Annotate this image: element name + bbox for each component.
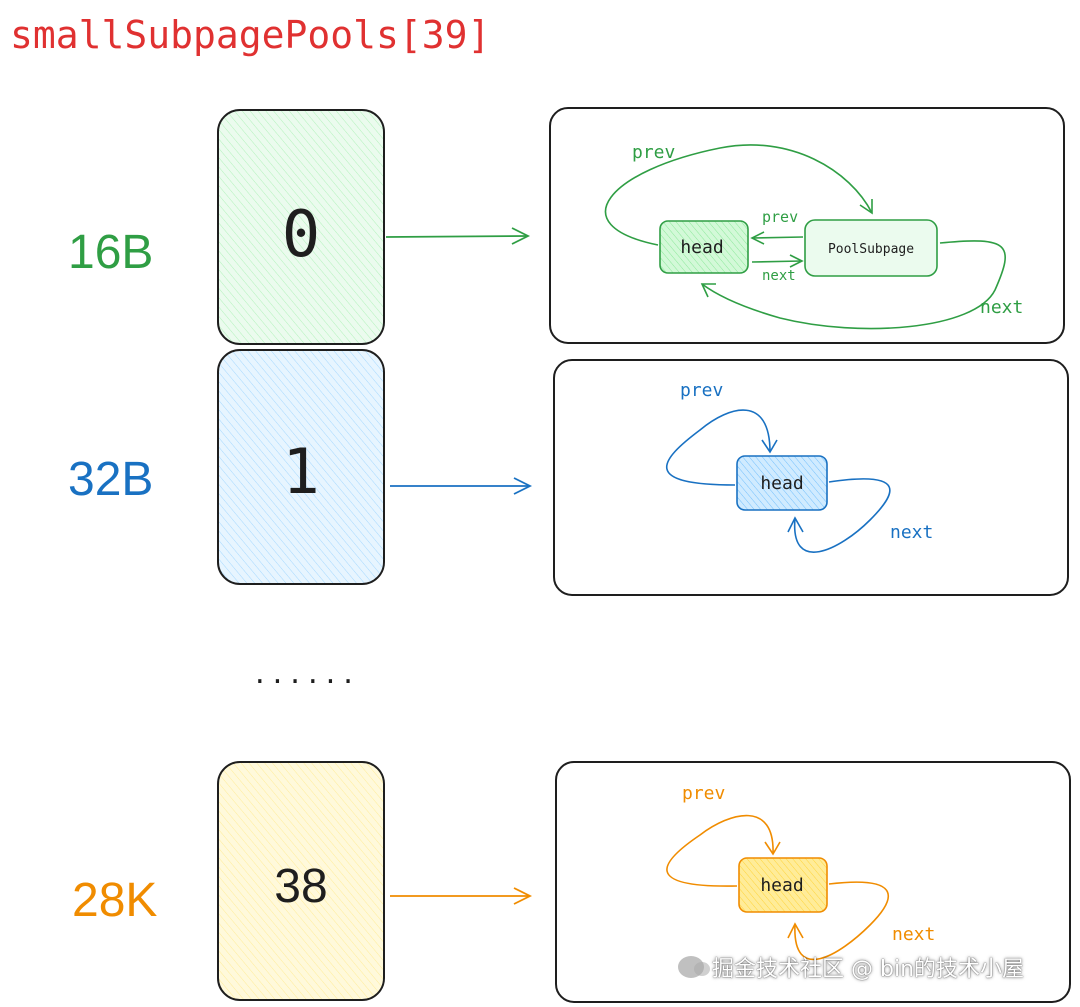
next-label: next	[892, 924, 935, 945]
slot-arrow	[385, 227, 531, 245]
outer-prev-arrow	[604, 144, 873, 246]
slot-arrow	[390, 887, 533, 905]
slot-index: 1	[282, 435, 319, 508]
pool-slot-box	[217, 109, 385, 345]
head-label: head	[760, 875, 803, 896]
slot-index: 38	[274, 860, 327, 913]
pool-row-28k: 28K 38 head prev next	[72, 761, 1071, 1003]
size-label: 16B	[68, 226, 153, 279]
outer-next-label: next	[980, 297, 1023, 318]
inner-prev-label: prev	[762, 208, 798, 226]
prev-label: prev	[682, 783, 725, 804]
pool-row-16b: 16B 0 head PoolSubpage prev next pr	[68, 107, 1065, 345]
prev-self-arrow	[666, 814, 781, 887]
inner-next-arrow	[751, 254, 804, 268]
size-label: 28K	[72, 874, 157, 927]
outer-next-arrow	[700, 240, 1006, 330]
head-node	[659, 220, 749, 274]
inner-prev-arrow	[750, 231, 804, 245]
watermark: 掘金技术社区 @ bin的技术小屋	[678, 950, 1024, 984]
pool-slot-box	[217, 761, 385, 1001]
slot-arrow	[390, 477, 533, 495]
pool-subpage-label: PoolSubpage	[828, 242, 914, 257]
head-label: head	[760, 473, 803, 494]
pool-subpage-node	[804, 219, 938, 277]
next-label: next	[890, 522, 933, 543]
head-label: head	[680, 237, 723, 258]
diagram-title: smallSubpagePools[39]	[10, 13, 490, 57]
prev-self-arrow	[666, 409, 778, 486]
prev-label: prev	[680, 380, 723, 401]
ellipsis: ......	[252, 660, 358, 690]
size-label: 32B	[68, 453, 153, 506]
inner-next-label: next	[762, 268, 796, 284]
watermark-text: 掘金技术社区 @ bin的技术小屋	[712, 957, 1025, 982]
next-self-arrow	[787, 478, 891, 553]
head-node	[736, 455, 828, 511]
pool-slot-box	[217, 349, 385, 585]
slot-index: 0	[282, 198, 321, 272]
next-self-arrow	[787, 881, 890, 961]
wechat-icon	[678, 956, 710, 978]
outer-prev-label: prev	[632, 142, 675, 163]
head-node	[738, 857, 828, 913]
pool-row-32b: 32B 1 head prev next	[68, 349, 1069, 596]
